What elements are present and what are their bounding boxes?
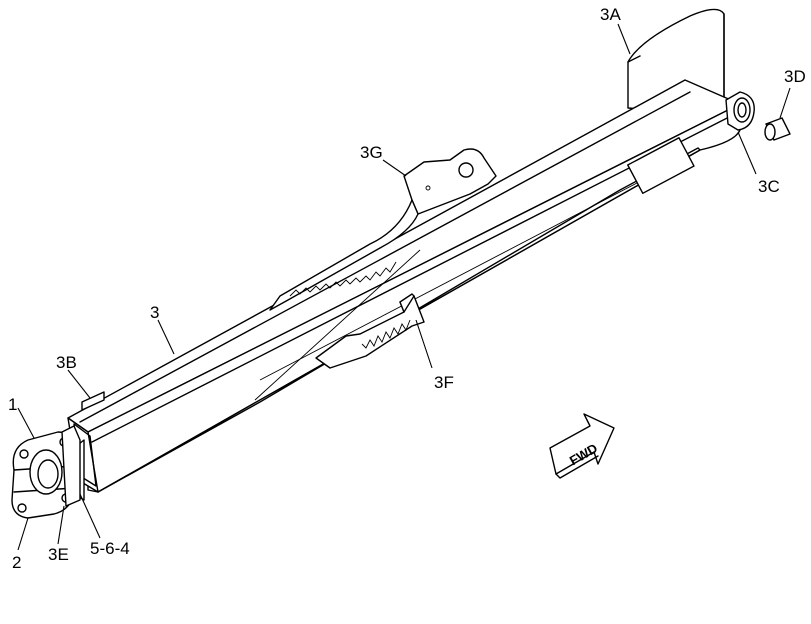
leader-lines — [17, 23, 791, 551]
pivot-boss-3C — [627, 91, 755, 194]
callout-3F: 3F — [434, 373, 454, 392]
callout-3: 3 — [150, 303, 159, 322]
callout-labels: 3A 3D 3G 3C 3 3B 3F 1 2 3E 5-6-4 — [8, 5, 806, 572]
bracket-3G — [269, 148, 497, 311]
callout-3D: 3D — [784, 67, 806, 86]
callout-3B: 3B — [56, 353, 77, 372]
label-plate-3B — [81, 391, 105, 411]
callout-2: 2 — [12, 553, 21, 572]
pin-3D — [764, 117, 791, 141]
callout-3C: 3C — [758, 177, 780, 196]
callout-1: 1 — [8, 395, 17, 414]
clamp-assembly-1-2 — [11, 431, 85, 519]
callout-3E: 3E — [48, 545, 69, 564]
callout-3G: 3G — [360, 143, 383, 162]
step-3F — [315, 293, 425, 369]
callout-3A: 3A — [600, 5, 621, 24]
arm-beam-3 — [67, 79, 741, 493]
callout-5-6-4: 5-6-4 — [90, 539, 130, 558]
collar-3E — [61, 425, 81, 507]
forward-direction-arrow: FWD — [549, 413, 615, 479]
